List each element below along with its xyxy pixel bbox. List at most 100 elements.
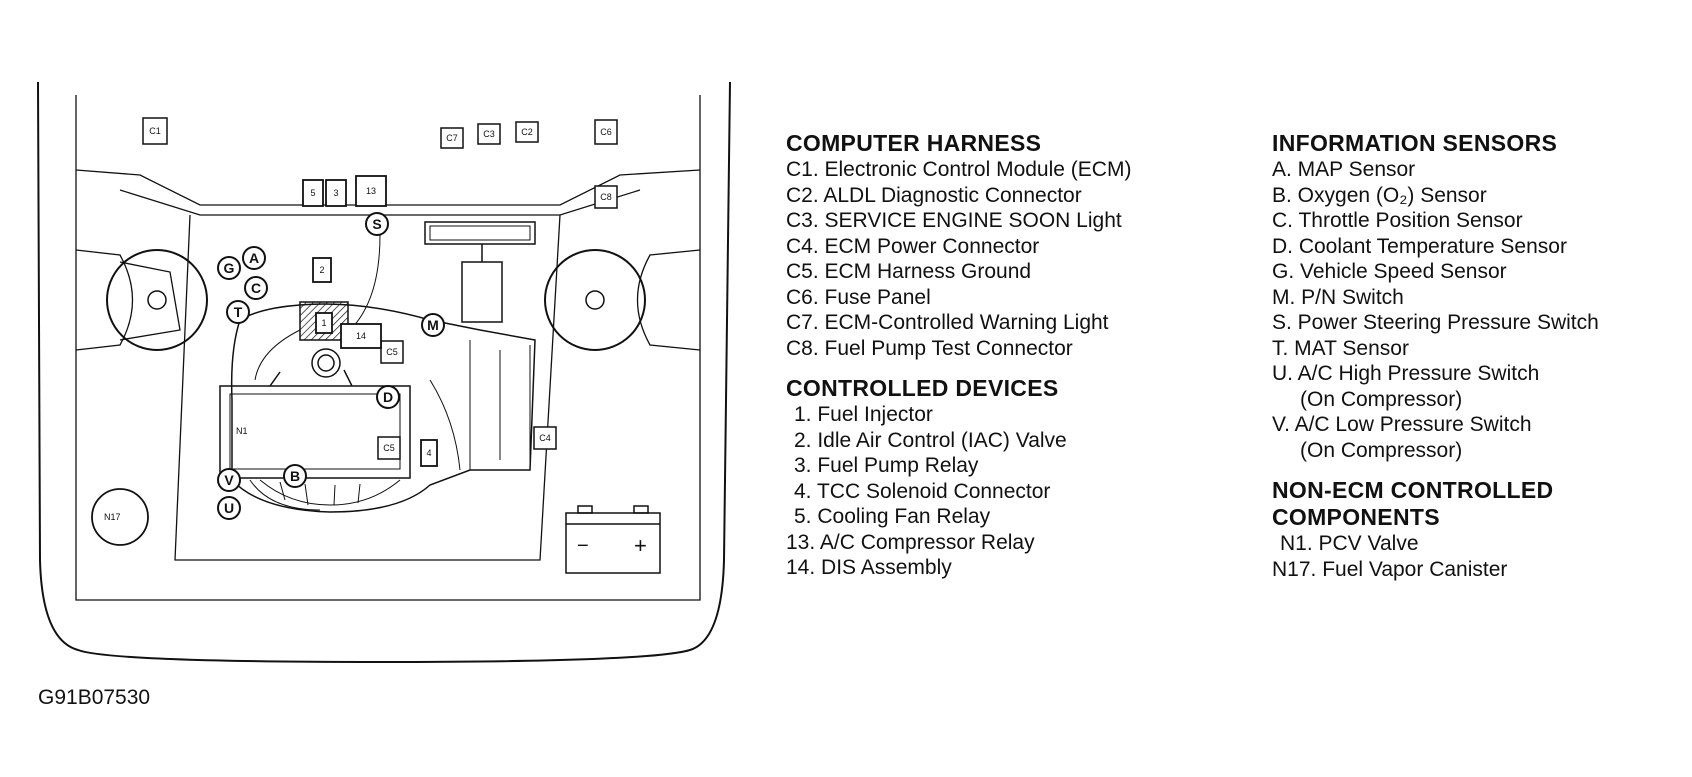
computer-harness-list: C1. Electronic Control Module (ECM) C2. … <box>786 157 1131 361</box>
exhaust-manifold <box>259 479 401 506</box>
harness-box-label: C5 <box>383 443 395 453</box>
non-ecm-section: NON-ECM CONTROLLED COMPONENTS N1. PCV Va… <box>1272 477 1599 582</box>
engine-bay <box>174 214 561 561</box>
sensor-callout-label: S <box>372 216 381 232</box>
computer-harness-title: COMPUTER HARNESS <box>786 130 1042 156</box>
harness-box-c7 <box>440 127 464 149</box>
legend-item-s: S. Power Steering Pressure Switch <box>1272 311 1599 334</box>
right-strut-mount-center <box>585 290 605 310</box>
battery <box>565 512 661 574</box>
legend-item-b: B. Oxygen (O₂) Sensor <box>1272 183 1487 207</box>
sensor-callout-t <box>226 300 250 324</box>
right-strut-mount <box>544 249 646 351</box>
legend-item-5: 5. Cooling Fan Relay <box>794 505 991 528</box>
harness-box-c5 <box>380 340 404 364</box>
device-box-1 <box>315 312 333 334</box>
harness-box-c1 <box>142 117 168 145</box>
harness-box-c5 <box>377 436 401 460</box>
legend-item-t: T. MAT Sensor <box>1272 336 1409 360</box>
air-intake-duct-ribs <box>429 225 531 241</box>
legend-item-14: 14. DIS Assembly <box>786 556 952 579</box>
sensor-callout-label: G <box>224 260 235 276</box>
device-box-14 <box>340 323 382 349</box>
canister-label: N17 <box>104 512 121 522</box>
fuel-vapor-canister <box>91 488 149 546</box>
pcv-valve-label: N1 <box>236 426 248 436</box>
legend-item-2: 2. Idle Air Control (IAC) Valve <box>794 428 1067 452</box>
device-box-label: 5 <box>310 188 315 198</box>
legend-item-v-note: (On Compressor) <box>1300 438 1463 462</box>
harness-box-label: C8 <box>600 192 612 202</box>
vehicle-body-outline <box>37 81 731 664</box>
harness-box-label: C2 <box>521 127 533 137</box>
sensor-callout-m <box>421 313 445 337</box>
battery-plus-sign: + <box>634 533 647 558</box>
device-box-label: 2 <box>319 265 324 275</box>
device-box-label: 3 <box>333 188 338 198</box>
information-sensors-title: INFORMATION SENSORS <box>1272 130 1558 156</box>
left-strut-mount-center <box>147 290 167 310</box>
left-strut-mount <box>106 249 208 351</box>
legend-item-1: 1. Fuel Injector <box>794 403 933 426</box>
harness-box-c4 <box>533 426 557 450</box>
harness-box-c2 <box>515 121 539 143</box>
non-ecm-title-line1: NON-ECM CONTROLLED <box>1272 477 1554 503</box>
device-box-label: 4 <box>426 448 431 458</box>
legend-item-c8: C8. Fuel Pump Test Connector <box>786 336 1073 360</box>
legend-item-c7: C7. ECM-Controlled Warning Light <box>786 311 1109 334</box>
sensor-callout-label: U <box>224 500 234 516</box>
legend-item-c: C. Throttle Position Sensor <box>1272 209 1523 232</box>
legend-item-n1: N1. PCV Valve <box>1280 532 1419 555</box>
harness-box-c3 <box>477 123 501 145</box>
legend-item-4: 4. TCC Solenoid Connector <box>794 479 1051 503</box>
harness-box-label: C7 <box>446 133 458 143</box>
sensor-callout-u <box>217 496 241 520</box>
sensor-callout-c <box>244 276 268 300</box>
legend-item-u: U. A/C High Pressure Switch <box>1272 362 1540 385</box>
legend-item-n17: N17. Fuel Vapor Canister <box>1272 557 1508 581</box>
throttle-body-inner <box>317 354 335 372</box>
figure-id: G91B07530 <box>38 686 151 709</box>
legend-item-c5: C5. ECM Harness Ground <box>786 260 1032 283</box>
information-sensors-list: A. MAP Sensor B. Oxygen (O₂) Sensor C. T… <box>1272 157 1599 463</box>
sensor-callout-g <box>217 256 241 280</box>
sensor-callout-label: T <box>234 304 243 320</box>
legend-item-c2: C2. ALDL Diagnostic Connector <box>786 183 1082 207</box>
device-box-label: 13 <box>366 186 376 196</box>
left-strut-tower <box>119 261 181 341</box>
sensor-callout-d <box>376 385 400 409</box>
right-fender <box>636 249 701 351</box>
legend-left-column: COMPUTER HARNESS C1. Electronic Control … <box>786 130 1131 595</box>
exhaust-ribs <box>279 481 361 506</box>
non-ecm-title-line2: COMPONENTS <box>1272 504 1440 530</box>
harness-box-c8 <box>594 185 618 209</box>
device-box-4 <box>420 439 438 467</box>
harness-box-label: C5 <box>386 347 398 357</box>
sensor-callout-label: M <box>427 317 439 333</box>
legend-item-m: M. P/N Switch <box>1272 285 1404 309</box>
intake-manifold <box>219 385 411 479</box>
legend-item-v: V. A/C Low Pressure Switch <box>1272 413 1532 436</box>
legend-item-u-note: (On Compressor) <box>1300 387 1463 411</box>
sensor-callout-v <box>217 468 241 492</box>
device-box-label: 1 <box>321 318 326 328</box>
legend-item-a: A. MAP Sensor <box>1272 158 1416 181</box>
device-box-2 <box>312 257 332 283</box>
legend-item-13: 13. A/C Compressor Relay <box>786 530 1035 554</box>
legend-item-g: G. Vehicle Speed Sensor <box>1272 260 1507 283</box>
legend-item-3: 3. Fuel Pump Relay <box>794 454 979 477</box>
harness-box-label: C6 <box>600 127 612 137</box>
device-box-label: 14 <box>356 331 366 341</box>
information-sensors-section: INFORMATION SENSORS A. MAP Sensor B. Oxy… <box>1272 130 1599 463</box>
device-box-3 <box>325 179 347 207</box>
legend-item-c4: C4. ECM Power Connector <box>786 234 1040 258</box>
sensor-callout-label: C <box>251 280 261 296</box>
sensor-callout-s <box>365 212 389 236</box>
harness-box-label: C1 <box>149 126 161 136</box>
cylinder-bank <box>469 340 531 470</box>
sensor-callout-label: D <box>383 389 393 405</box>
device-box-5 <box>302 179 324 207</box>
throttle-body-outer <box>311 348 341 378</box>
sensor-callout-label: A <box>249 250 259 266</box>
